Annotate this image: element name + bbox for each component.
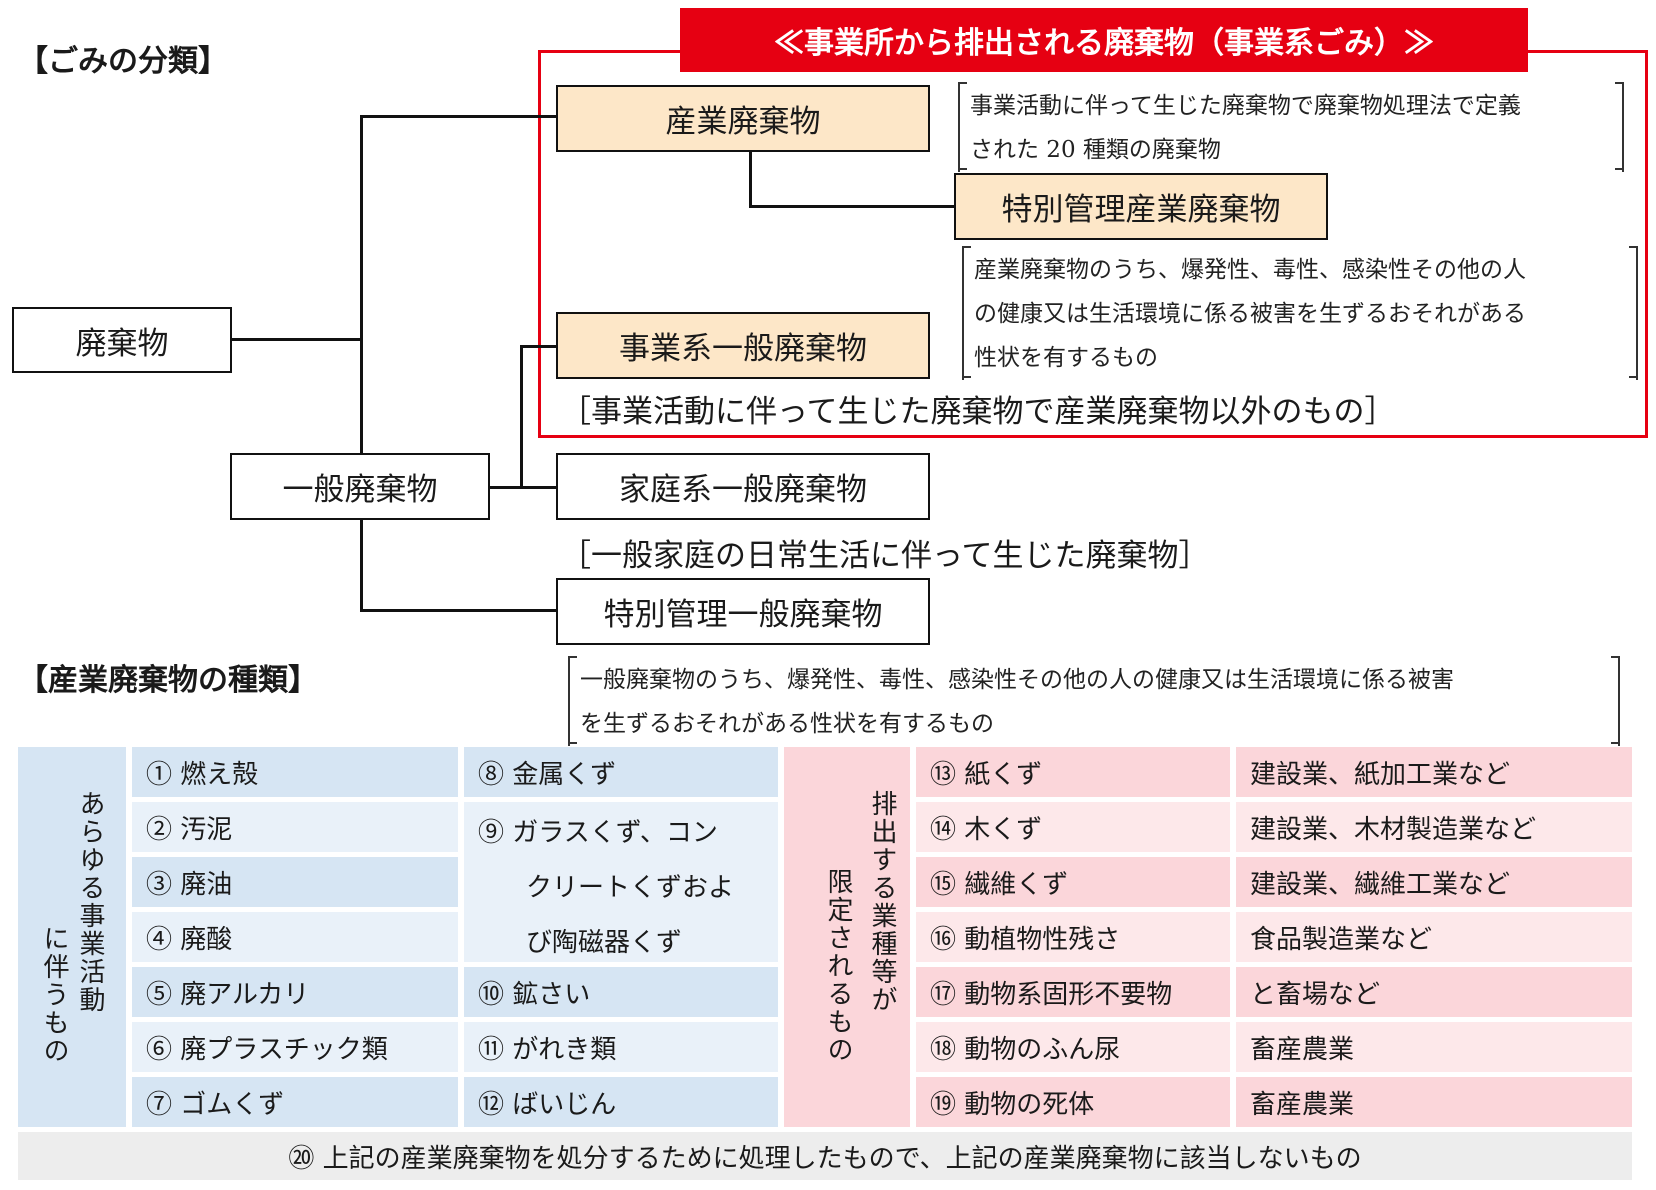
table-cell: 建設業、繊維工業など [1236, 857, 1632, 907]
node-special-general-waste: 特別管理一般廃棄物 [556, 578, 930, 645]
connector [749, 152, 752, 208]
connector [360, 115, 363, 455]
note-special-general-waste: 一般廃棄物のうち、爆発性、毒性、感染性その他の人の健康又は生活環境に係る被害 を… [568, 656, 1620, 746]
table-cell: 建設業、木材製造業など [1236, 802, 1632, 852]
left-group-label-2: に伴うもの [39, 925, 69, 1065]
table-cell: ⑰ 動物系固形不要物 [916, 967, 1230, 1017]
connector [749, 205, 954, 208]
classification-heading: 【ごみの分類】 [18, 44, 228, 79]
table-cell: ⑦ ゴムくず [132, 1077, 458, 1127]
left-group-cell [18, 747, 126, 1127]
table-footer-row: ⑳ 上記の産業廃棄物を処分するために処理したもので、上記の産業廃棄物に該当しない… [18, 1132, 1632, 1180]
node-industrial-waste: 産業廃棄物 [556, 85, 930, 152]
node-business-general-waste: 事業系一般廃棄物 [556, 312, 930, 379]
node-waste: 廃棄物 [12, 307, 232, 373]
node-household-general-waste: 家庭系一般廃棄物 [556, 453, 930, 520]
connector [520, 345, 523, 489]
table-cell: ① 燃え殻 [132, 747, 458, 797]
table-cell: ⑫ ばいじん [464, 1077, 778, 1127]
table-cell: ⑩ 鉱さい [464, 967, 778, 1017]
right-group-label-2: 限定されるもの [823, 868, 853, 1064]
table-cell: ⑥ 廃プラスチック類 [132, 1022, 458, 1072]
table-cell: ⑯ 動植物性残さ [916, 912, 1230, 962]
note-industrial-waste: 事業活動に伴って生じた廃棄物で廃棄物処理法で定義 された 20 種類の廃棄物 [958, 82, 1624, 172]
table-cell: ⑭ 木くず [916, 802, 1230, 852]
table-cell: ⑤ 廃アルカリ [132, 967, 458, 1017]
table-cell: と畜場など [1236, 967, 1632, 1017]
right-group-cell [784, 747, 910, 1127]
table-cell: ④ 廃酸 [132, 912, 458, 962]
connector [360, 115, 556, 118]
left-group-label-1: あらゆる事業活動 [75, 790, 105, 1014]
business-waste-banner: ≪事業所から排出される廃棄物（事業系ごみ）≫ [680, 8, 1528, 72]
note-household-general-waste: ［一般家庭の日常生活に伴って生じた廃棄物］ [560, 538, 1210, 574]
table-cell: 畜産農業 [1236, 1022, 1632, 1072]
table-cell: ⑬ 紙くず [916, 747, 1230, 797]
table-cell: ⑲ 動物の死体 [916, 1077, 1230, 1127]
note-special-industrial-waste: 産業廃棄物のうち、爆発性、毒性、感染性その他の人 の健康又は生活環境に係る被害を… [962, 246, 1638, 380]
connector [360, 520, 363, 612]
connector [232, 338, 363, 341]
connector [360, 609, 556, 612]
table-cell: 食品製造業など [1236, 912, 1632, 962]
node-general-waste: 一般廃棄物 [230, 453, 490, 520]
table-cell: ⑱ 動物のふん尿 [916, 1022, 1230, 1072]
connector [490, 486, 556, 489]
table-cell: ② 汚泥 [132, 802, 458, 852]
table-cell: 建設業、紙加工業など [1236, 747, 1632, 797]
right-group-label-1: 排出する業種等が [867, 790, 897, 1014]
table-cell: ⑧ 金属くず [464, 747, 778, 797]
note-business-general-waste: ［事業活動に伴って生じた廃棄物で産業廃棄物以外のもの］ [560, 394, 1396, 430]
table-cell: ⑮ 繊維くず [916, 857, 1230, 907]
node-special-industrial-waste: 特別管理産業廃棄物 [954, 173, 1328, 240]
table-cell: ⑪ がれき類 [464, 1022, 778, 1072]
table-cell: ③ 廃油 [132, 857, 458, 907]
table-cell-glass: ⑨ ガラスくず、コン クリートくずおよ び陶磁器くず [464, 802, 778, 962]
connector [520, 345, 556, 348]
industrial-types-heading: 【産業廃棄物の種類】 [18, 663, 318, 698]
table-cell: 畜産農業 [1236, 1077, 1632, 1127]
